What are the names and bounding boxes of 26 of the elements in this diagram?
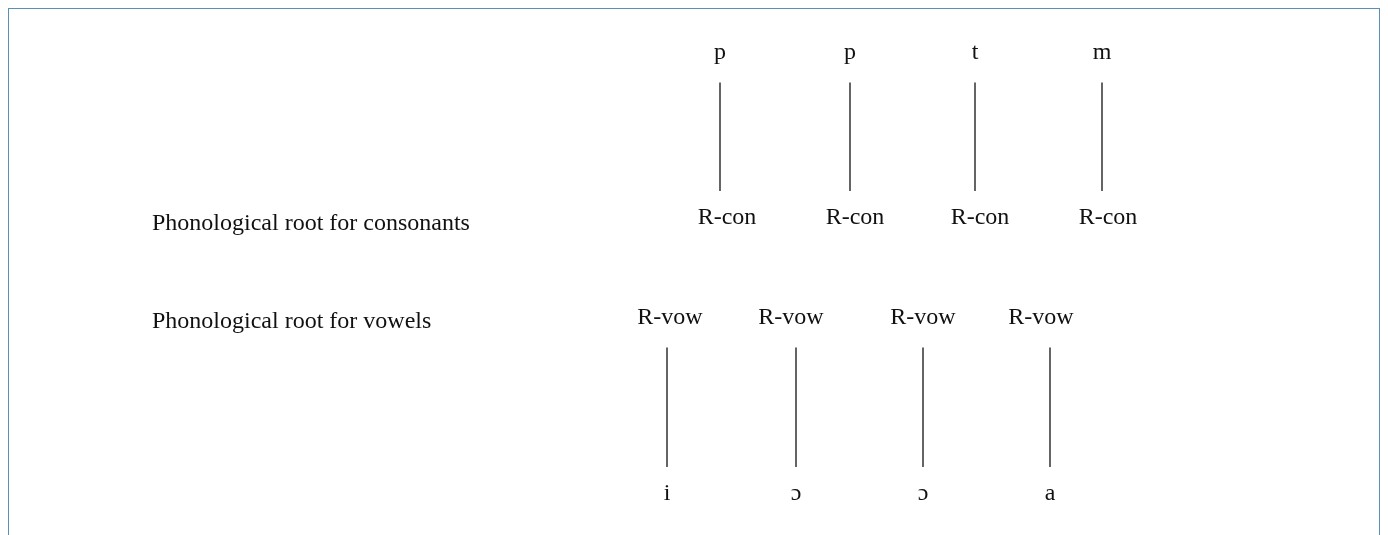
association-line <box>795 346 797 468</box>
node-label: m <box>1089 34 1115 69</box>
node-label: R-vow <box>755 299 827 334</box>
node-label: R-con <box>694 199 760 234</box>
row-label: Phonological root for vowels <box>152 307 432 334</box>
association-line <box>922 346 924 468</box>
association-line <box>666 346 668 468</box>
association-line <box>719 81 721 192</box>
association-line <box>974 81 976 192</box>
node-label: p <box>711 34 729 69</box>
node-label: a <box>1041 475 1059 510</box>
node-label: p <box>841 34 859 69</box>
node-label: R-vow <box>634 299 706 334</box>
node-label: t <box>968 34 982 69</box>
node-label: R-con <box>822 199 888 234</box>
node-label: R-vow <box>1005 299 1077 334</box>
node-label: R-con <box>1075 199 1141 234</box>
node-label: ɔ <box>787 475 805 510</box>
node-label: R-con <box>947 199 1013 234</box>
node-label: i <box>660 475 674 510</box>
association-line <box>1049 346 1051 468</box>
association-line <box>849 81 851 192</box>
row-label: Phonological root for consonants <box>152 209 470 236</box>
node-label: R-vow <box>887 299 959 334</box>
association-line <box>1101 81 1103 192</box>
node-label: ɔ <box>914 475 932 510</box>
